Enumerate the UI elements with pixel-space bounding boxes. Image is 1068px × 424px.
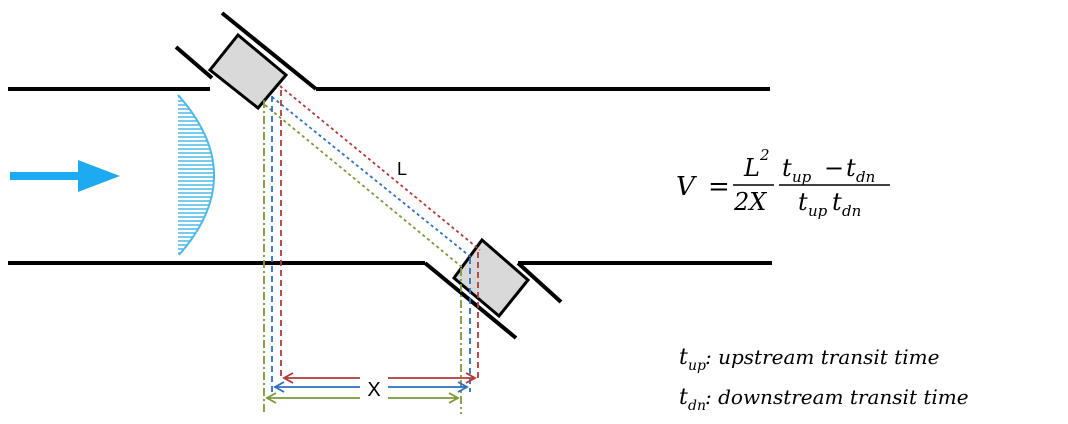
legend-up-text: : upstream transit time	[705, 345, 939, 369]
dimension-blue-arrowhead-left	[273, 381, 285, 393]
acoustic-path-blue	[271, 96, 473, 259]
formula-top-t1: t	[782, 154, 792, 182]
legend-dn-text: : downstream transit time	[705, 385, 969, 409]
legend-dn-symbol: t	[679, 385, 688, 410]
l-path-label: L	[397, 159, 407, 179]
upper-port-wall-left	[174, 45, 214, 80]
legend-dn-sub: dn	[688, 398, 706, 414]
x-dimension-label: X	[367, 379, 380, 401]
formula-bot-t2-sub: dn	[842, 202, 861, 220]
formula-numerator-base: L	[743, 154, 760, 182]
formula-denominator: 2X	[733, 188, 767, 216]
formula-equals: =	[708, 172, 730, 202]
dimension-red-arrowhead-right	[465, 372, 477, 384]
upper-port-wall-right	[220, 11, 318, 91]
formula-top-t2: t	[846, 154, 856, 182]
formula-top-t2-sub: dn	[856, 168, 875, 186]
upper-transducer-port	[174, 11, 318, 111]
velocity-formula: V = L 2 2X t up − t dn t up t dn	[676, 146, 890, 220]
formula-bot-t1-sub: up	[808, 202, 828, 220]
velocity-profile-curve	[177, 94, 215, 256]
flow-arrow-head	[78, 160, 120, 192]
projection-lines	[263, 90, 479, 414]
flow-direction-arrow	[10, 160, 120, 192]
legend-up-sub: up	[688, 358, 706, 374]
lower-transducer	[451, 237, 531, 319]
formula-bot-t2: t	[832, 188, 842, 216]
velocity-profile	[177, 94, 215, 256]
acoustic-path-green	[264, 104, 464, 269]
formula-lhs: V	[676, 172, 697, 202]
acoustic-path-red	[279, 85, 481, 251]
formula-numerator-exponent: 2	[759, 146, 770, 164]
lower-port-wall-right	[516, 261, 563, 304]
pipe	[8, 87, 772, 265]
legend-up-symbol: t	[679, 345, 688, 370]
acoustic-paths	[264, 85, 481, 269]
dimension-blue-arrowhead-right	[457, 381, 469, 393]
dimension-green-arrowhead-right	[448, 392, 460, 404]
formula-minus: −	[824, 154, 844, 182]
formula-bot-t1: t	[798, 188, 808, 216]
upper-transducer	[207, 32, 289, 111]
dimension-red-arrowhead-left	[282, 372, 294, 384]
x-label-background	[360, 376, 388, 400]
dimension-green-arrowhead-left	[265, 392, 277, 404]
lower-transducer-port	[423, 237, 563, 340]
transit-time-legend: t up : upstream transit time t dn : down…	[679, 345, 969, 414]
formula-top-t1-sub: up	[792, 168, 812, 186]
